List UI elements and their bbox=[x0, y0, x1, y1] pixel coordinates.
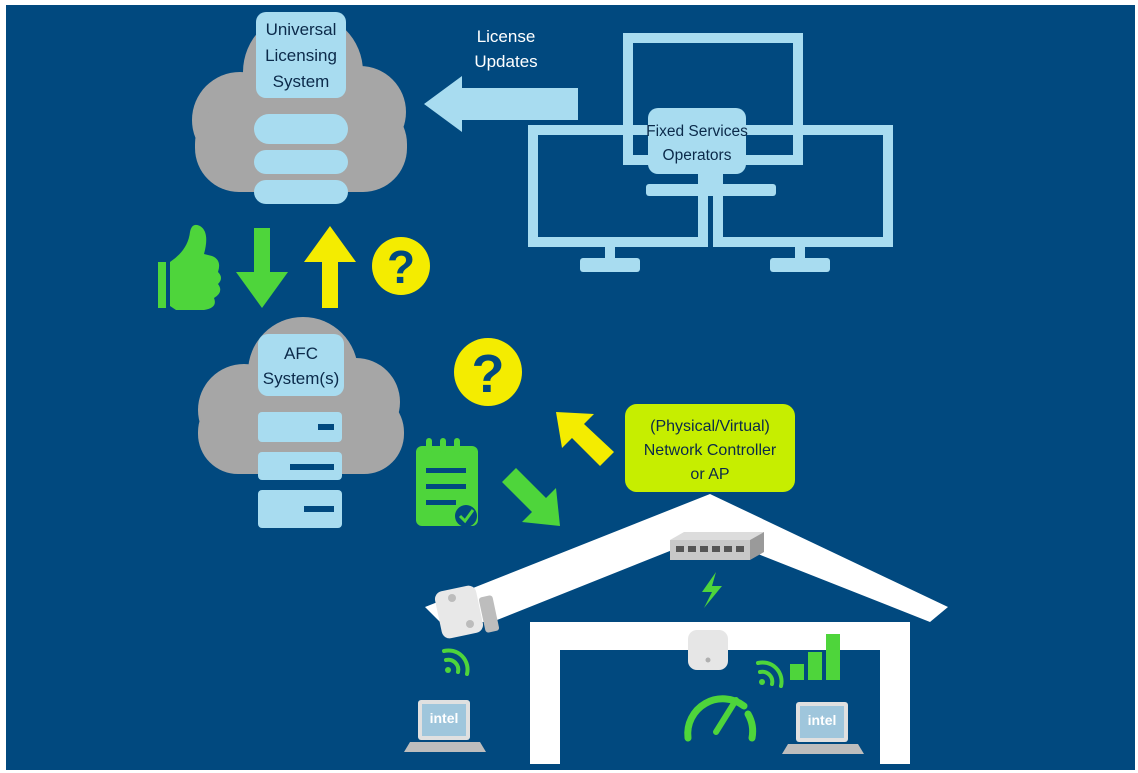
database-icon bbox=[254, 114, 348, 204]
house-outline bbox=[425, 494, 948, 764]
network-controller-box bbox=[625, 404, 795, 492]
uls-label-line1: Universal bbox=[266, 20, 337, 39]
controller-line1: (Physical/Virtual) bbox=[650, 418, 770, 435]
laptop-left: intel bbox=[404, 700, 486, 752]
uls-label-line2: Licensing bbox=[265, 46, 337, 65]
uls-cloud: Universal Licensing System bbox=[192, 12, 407, 204]
question-mark-1: ? bbox=[387, 241, 415, 293]
outdoor-access-point-icon bbox=[434, 585, 500, 639]
checklist-icon bbox=[416, 438, 478, 527]
question-circle-2: ? bbox=[454, 338, 522, 406]
afc-label-line2: System(s) bbox=[263, 369, 340, 388]
fixed-services-line2: Operators bbox=[663, 147, 732, 164]
network-switch-icon bbox=[670, 532, 764, 560]
signal-bars-icon bbox=[790, 634, 840, 680]
uls-label-line3: System bbox=[273, 72, 330, 91]
fixed-services-line1: Fixed Services bbox=[646, 123, 748, 140]
server-rack-icon bbox=[258, 412, 342, 528]
license-updates-line2: Updates bbox=[474, 52, 537, 71]
monitor-stands bbox=[580, 184, 830, 272]
lightning-icon bbox=[702, 572, 722, 608]
wifi-waves-icon-2 bbox=[756, 660, 784, 688]
license-updates-arrow bbox=[424, 76, 578, 132]
afc-label-line1: AFC bbox=[284, 344, 318, 363]
controller-line3: or AP bbox=[690, 466, 729, 483]
laptop-right: intel bbox=[782, 702, 864, 754]
question-circle-1: ? bbox=[372, 237, 430, 295]
ceiling-access-point-icon bbox=[688, 630, 728, 670]
license-updates-line1: License bbox=[477, 27, 536, 46]
laptop-left-brand: intel bbox=[430, 710, 459, 726]
request-arrow bbox=[502, 468, 560, 526]
thumbs-up-icon bbox=[158, 224, 221, 310]
up-arrow bbox=[304, 226, 356, 308]
speedometer-icon bbox=[684, 695, 757, 742]
laptop-right-brand: intel bbox=[808, 712, 837, 728]
down-arrow bbox=[236, 228, 288, 308]
wifi-waves-icon bbox=[442, 648, 470, 676]
afc-cloud: AFC System(s) bbox=[198, 317, 404, 528]
controller-line2: Network Controller bbox=[644, 442, 777, 459]
question-mark-2: ? bbox=[472, 344, 505, 404]
response-arrow bbox=[556, 412, 614, 466]
